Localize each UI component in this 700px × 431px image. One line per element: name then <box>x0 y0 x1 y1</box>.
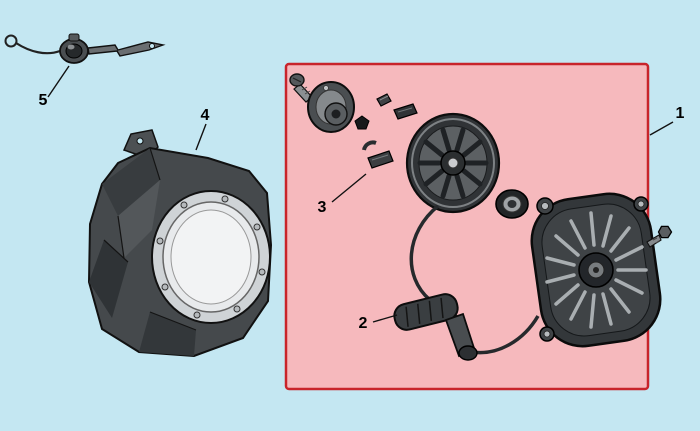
part-3-starter-pawls <box>362 103 418 169</box>
starter-friction-plate <box>307 81 355 133</box>
part-5-stop-switch <box>4 33 166 64</box>
part-2-starter-handle <box>393 293 478 361</box>
leader-lines <box>47 65 674 323</box>
callout-3: 3 <box>318 199 327 216</box>
pawl-spring-clip <box>376 93 392 107</box>
callout-2: 2 <box>359 315 368 332</box>
starter-rope-reel <box>405 112 501 214</box>
rope-grommet <box>495 189 529 219</box>
callout-5: 5 <box>39 92 48 109</box>
callout-1: 1 <box>676 105 685 122</box>
friction-plate-bolt <box>289 73 313 103</box>
housing-bolt <box>646 225 673 248</box>
pawl-nut <box>354 115 370 130</box>
part-4-blower-housing <box>87 129 273 358</box>
callout-4: 4 <box>201 107 210 124</box>
recoil-starter-housing <box>530 192 662 348</box>
